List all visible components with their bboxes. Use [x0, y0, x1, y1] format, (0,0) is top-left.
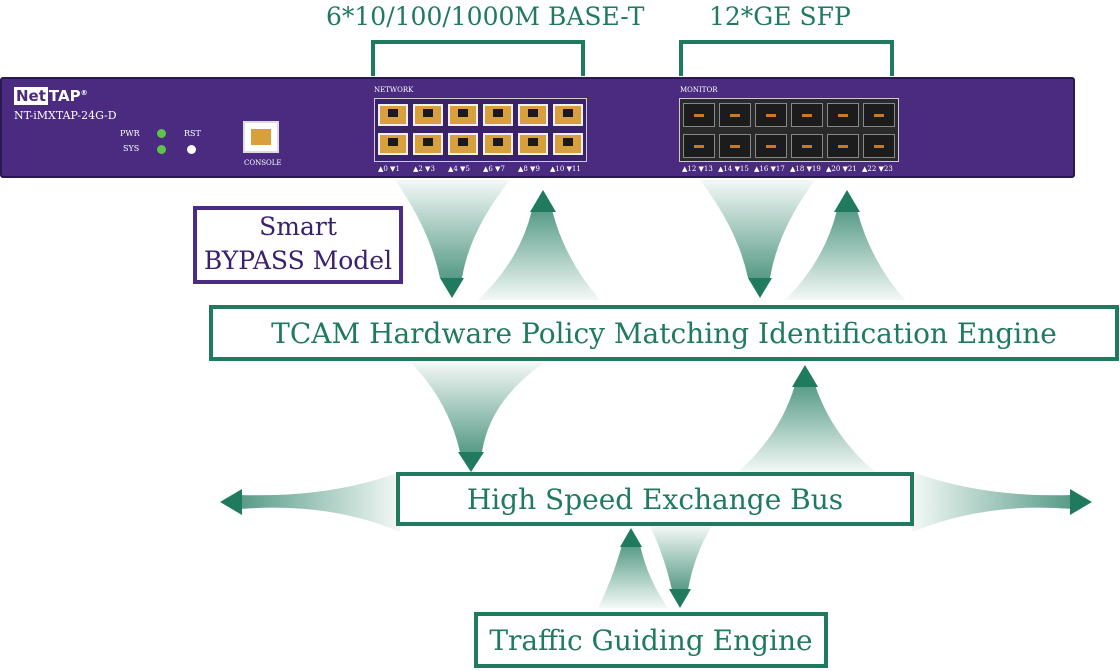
- monitor-bracket: [679, 40, 894, 76]
- network-bracket: [371, 40, 585, 76]
- pwr-led-icon: [157, 129, 166, 138]
- rj45-port-icon: [448, 133, 478, 155]
- network-port-number: ▲2 ▼3: [413, 165, 435, 173]
- network-up-arrow: [530, 190, 556, 212]
- sfp-port-icon: [827, 134, 859, 158]
- rj45-port-icon: [413, 104, 443, 126]
- led-pwr-label: PWR: [120, 129, 140, 138]
- sys-led-icon: [157, 145, 166, 154]
- bus-right-flow: [912, 472, 1072, 532]
- tcam-down-arrow: [458, 452, 484, 472]
- monitor-port-number: ▲12 ▼13: [682, 165, 713, 173]
- monitor-up-flow: [785, 210, 905, 300]
- traffic-up-arrow: [620, 528, 642, 547]
- rj45-port-icon: [518, 133, 548, 155]
- rj45-port-icon: [378, 104, 408, 126]
- network-down-arrow: [440, 278, 464, 298]
- rj45-port-icon: [483, 104, 513, 126]
- sfp-port-icon: [683, 103, 715, 127]
- console-port-icon: [243, 121, 279, 153]
- bus-up-arrow: [792, 365, 818, 387]
- sfp-port-icon: [791, 103, 823, 127]
- monitor-port-number: ▲14 ▼15: [718, 165, 749, 173]
- monitor-port-block: [679, 98, 899, 162]
- bypass-line-1: Smart: [259, 212, 337, 241]
- sfp-port-icon: [755, 134, 787, 158]
- rj45-port-icon: [413, 133, 443, 155]
- exchange-bus-label: High Speed Exchange Bus: [466, 482, 844, 516]
- led-sys-label: SYS: [123, 144, 140, 153]
- sfp-port-icon: [719, 134, 751, 158]
- network-port-number: ▲10 ▼11: [550, 165, 581, 173]
- traffic-up-flow: [598, 545, 668, 608]
- rj45-port-icon: [378, 133, 408, 155]
- traffic-guiding-label: Traffic Guiding Engine: [489, 623, 813, 657]
- device-model: NT-iMXTAP-24G-D: [14, 109, 117, 122]
- monitor-port-number: ▲18 ▼19: [790, 165, 821, 173]
- console-label: CONSOLE: [244, 159, 282, 167]
- exchange-bus-box: High Speed Exchange Bus: [396, 472, 914, 526]
- sfp-port-icon: [683, 134, 715, 158]
- tcam-engine-box: TCAM Hardware Policy Matching Identifica…: [209, 305, 1119, 361]
- rj45-port-icon: [448, 104, 478, 126]
- network-panel-label: NETWORK: [374, 86, 414, 94]
- sfp-port-icon: [791, 134, 823, 158]
- network-port-number: ▲4 ▼5: [448, 165, 470, 173]
- network-down-flow: [395, 180, 510, 278]
- monitor-ports-label: 12*GE SFP: [709, 2, 851, 31]
- network-ports-label: 6*10/100/1000M BASE-T: [326, 2, 645, 31]
- registered-mark: ®: [80, 89, 88, 97]
- sfp-port-icon: [863, 134, 895, 158]
- traffic-down-arrow: [669, 589, 691, 608]
- monitor-down-arrow: [748, 278, 772, 298]
- brand-tap: TAP: [48, 87, 81, 105]
- tcam-down-flow: [410, 362, 545, 452]
- monitor-panel-label: MONITOR: [680, 86, 718, 94]
- bus-right-arrow: [1070, 489, 1092, 515]
- bypass-line-2: BYPASS Model: [203, 246, 393, 275]
- rj45-port-icon: [518, 104, 548, 126]
- traffic-guiding-box: Traffic Guiding Engine: [474, 612, 828, 668]
- monitor-down-flow: [700, 180, 815, 278]
- bus-up-flow: [738, 385, 875, 472]
- network-port-number: ▲6 ▼7: [483, 165, 505, 173]
- monitor-port-number: ▲20 ▼21: [826, 165, 857, 173]
- network-port-number: ▲8 ▼9: [518, 165, 540, 173]
- sfp-port-icon: [719, 103, 751, 127]
- rst-button[interactable]: [187, 145, 196, 154]
- monitor-up-arrow: [834, 190, 860, 212]
- rj45-port-icon: [553, 133, 583, 155]
- network-port-block: [374, 98, 587, 162]
- tcam-engine-label: TCAM Hardware Policy Matching Identifica…: [271, 316, 1057, 350]
- rj45-port-icon: [553, 104, 583, 126]
- rj45-port-icon: [483, 133, 513, 155]
- monitor-port-number: ▲22 ▼23: [862, 165, 893, 173]
- bus-left-arrow: [220, 489, 242, 515]
- monitor-port-number: ▲16 ▼17: [754, 165, 785, 173]
- sfp-port-icon: [827, 103, 859, 127]
- traffic-down-flow: [650, 526, 712, 590]
- smart-bypass-box: Smart BYPASS Model: [193, 206, 403, 284]
- network-up-flow: [478, 210, 600, 300]
- sfp-port-icon: [863, 103, 895, 127]
- brand-net: Net: [14, 87, 48, 105]
- network-port-number: ▲0 ▼1: [378, 165, 400, 173]
- rst-label: RST: [184, 129, 201, 138]
- sfp-port-icon: [755, 103, 787, 127]
- bus-left-flow: [240, 472, 400, 532]
